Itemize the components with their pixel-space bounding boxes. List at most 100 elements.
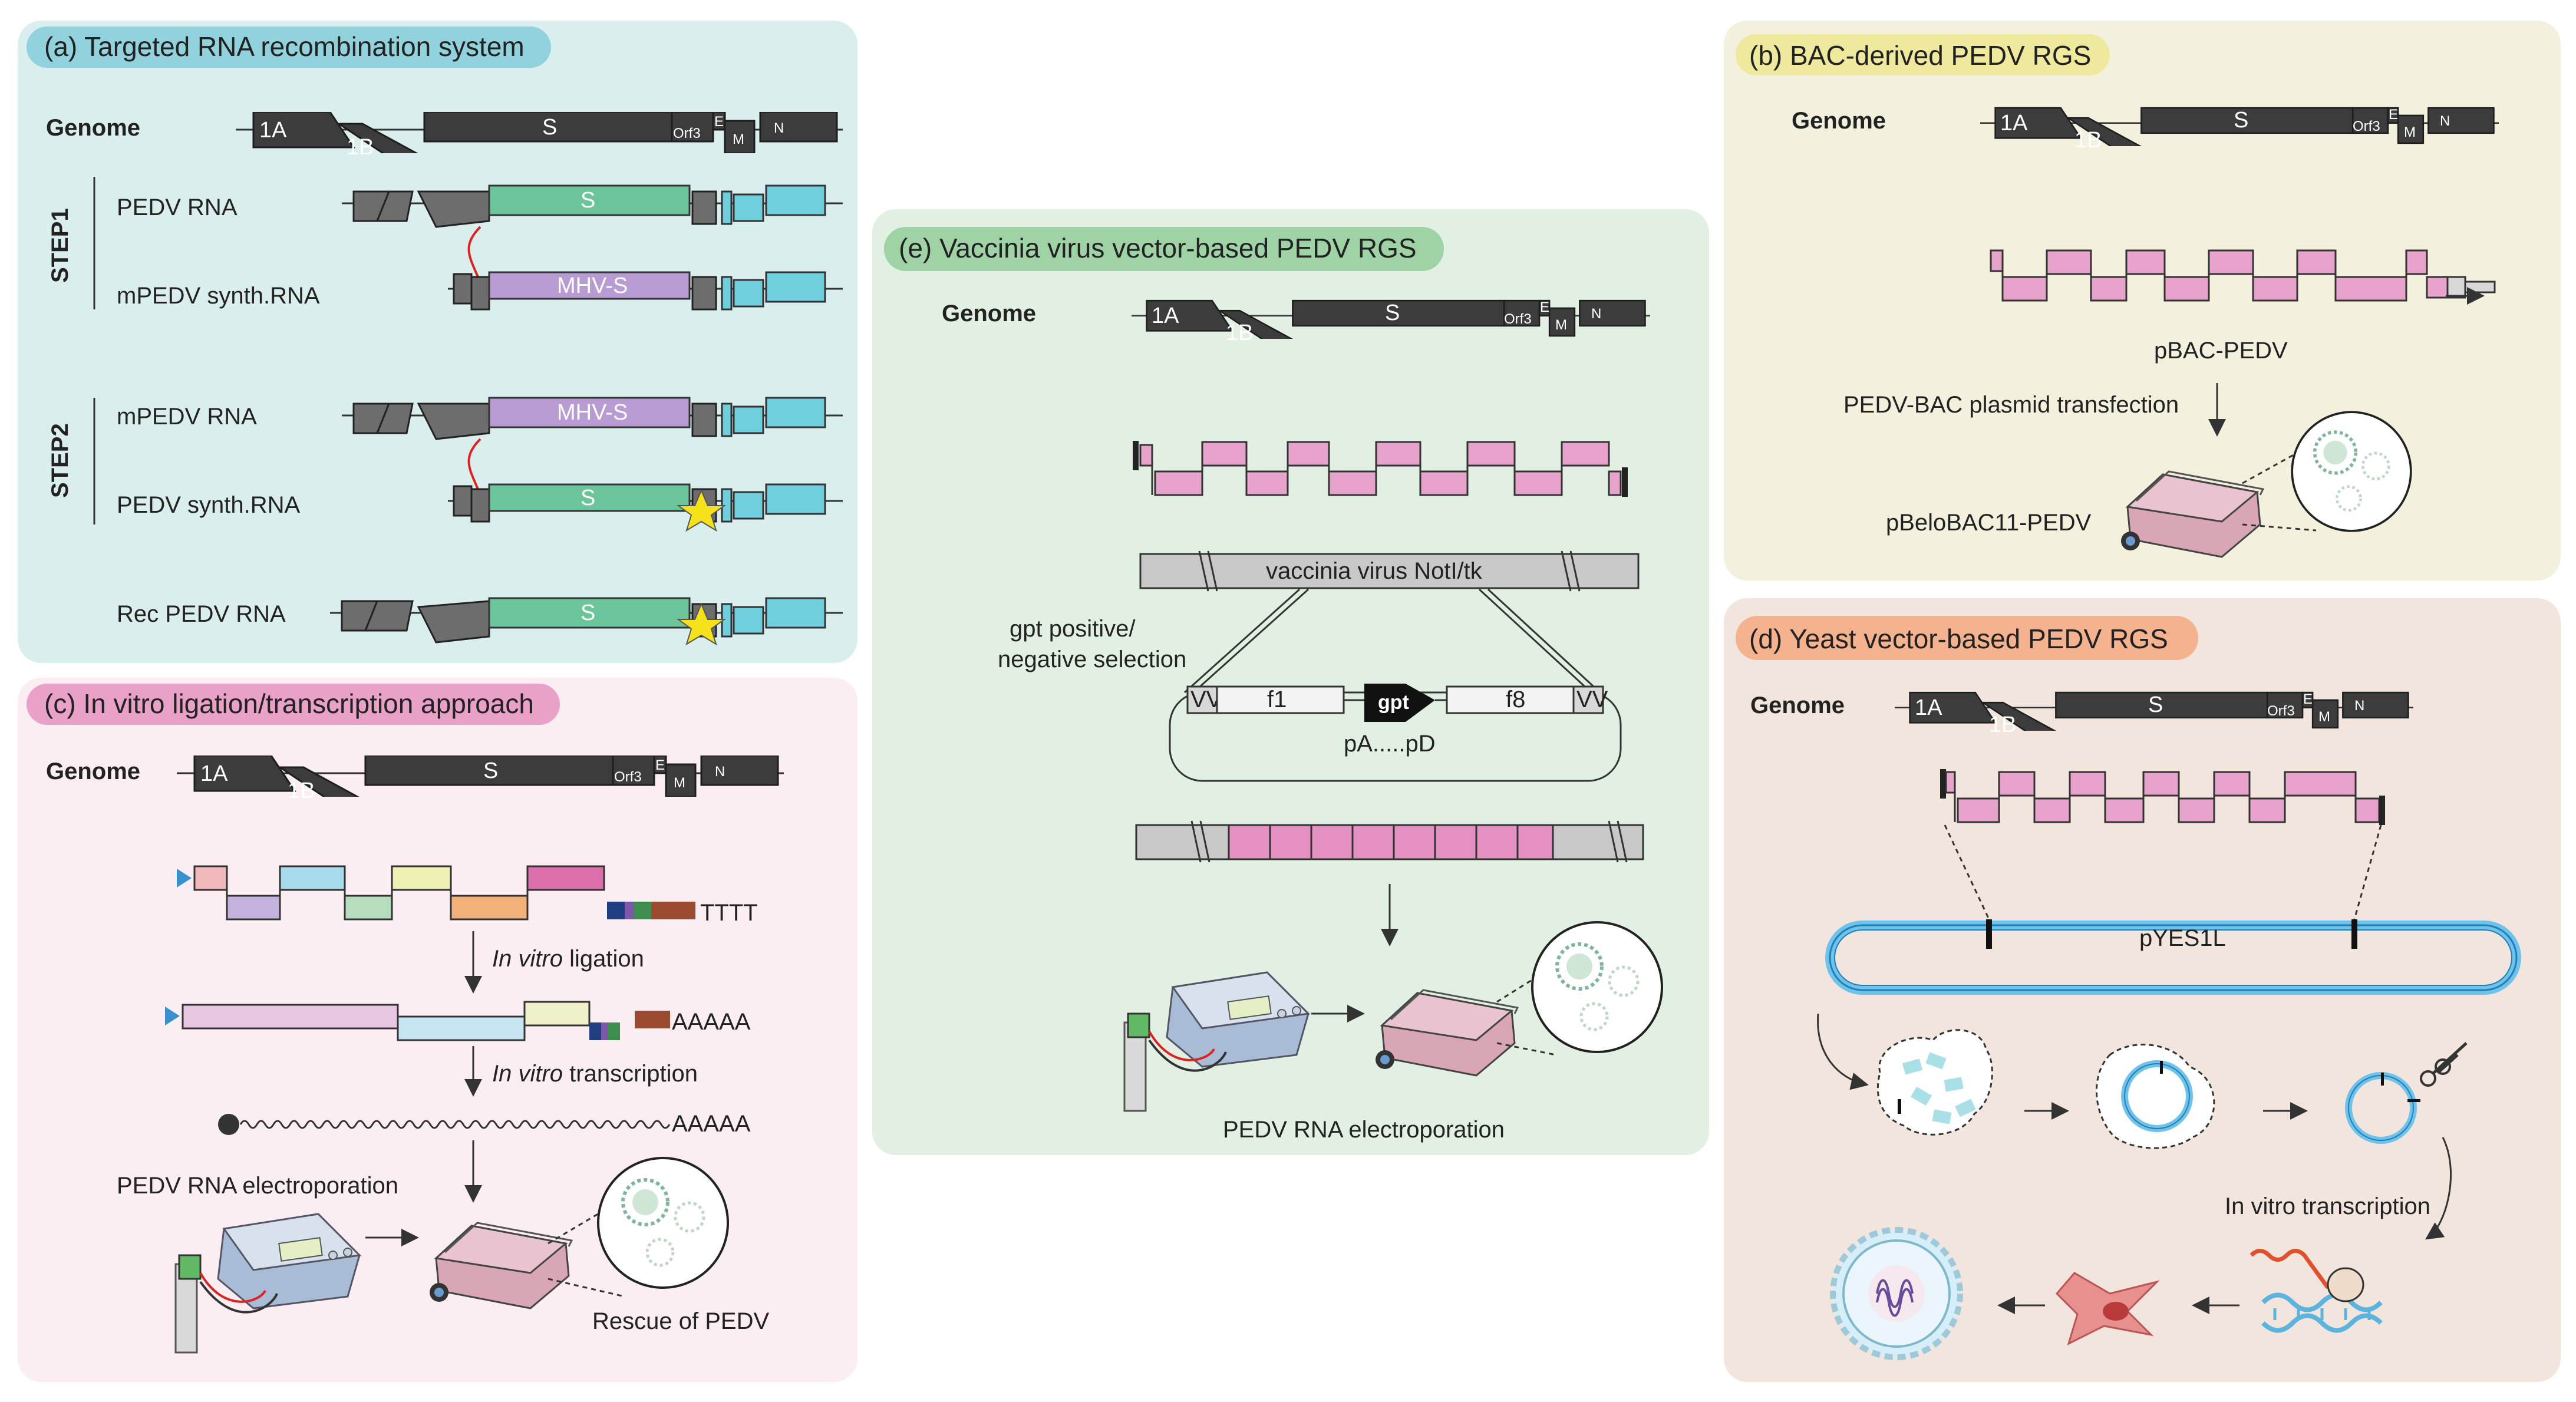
yeast-transcription-label: In vitro transcription xyxy=(2225,1193,2430,1219)
panel-c-title: (c) In vitro ligation/transcription appr… xyxy=(44,688,534,719)
segment-1b-label: 1B xyxy=(2074,128,2102,153)
step2-recombination-link xyxy=(467,438,481,496)
segment-m-label: M xyxy=(674,775,685,791)
panel-e-title: (e) Vaccinia virus vector-based PEDV RGS xyxy=(899,233,1417,263)
transfer-plasmid: VV f1 gpt f8 VV pA.....pD xyxy=(1169,684,1622,782)
capped-rna: AAAAA xyxy=(218,1111,751,1137)
panel-d-genome-map: 1A 1B S Orf3 E M N xyxy=(1895,691,2413,737)
yeast-assembly-cell xyxy=(1876,1029,1993,1136)
panel-c-genome-label: Genome xyxy=(46,758,140,784)
segment-1a-label: 1A xyxy=(1152,304,1179,328)
segment-s-label: S xyxy=(542,115,557,140)
vaccinia-label: vaccinia virus NotI/tk xyxy=(1266,558,1483,584)
segment-n-label: N xyxy=(1591,306,1601,322)
mutation-star-icon xyxy=(676,602,727,646)
panel-a-title: (a) Targeted RNA recombination system xyxy=(44,31,525,62)
gpt-selection-line2: negative selection xyxy=(998,646,1186,672)
segment-orf3-label: Orf3 xyxy=(1504,311,1532,327)
panel-e-genome-map: 1A 1B S Orf3 E M N xyxy=(1132,299,1650,345)
row-pedv-rna-track: S xyxy=(342,184,843,228)
row-pedv-rna-label: PEDV RNA xyxy=(117,194,238,220)
segment-1b-label: 1B xyxy=(288,778,315,803)
panel-c-genome-map: 1A 1B S Orf3 E M N xyxy=(177,756,784,803)
segment-n-label: N xyxy=(2440,113,2450,129)
poly-a-label-2: AAAAA xyxy=(672,1111,751,1137)
row-mpedv-rna-track: MHV-S xyxy=(342,397,843,440)
row-pedv-rna-s: S xyxy=(580,188,595,213)
gpt-arrow-icon xyxy=(1364,684,1435,722)
segment-1b-label: 1B xyxy=(1989,712,2016,737)
panel-d-title: (d) Yeast vector-based PEDV RGS xyxy=(1749,624,2168,654)
pa-pd-label: pA.....pD xyxy=(1344,731,1436,757)
segment-m-label: M xyxy=(1555,317,1567,333)
segment-m-label: M xyxy=(2404,124,2416,140)
panel-e-title-tag xyxy=(884,227,1444,271)
pbac-pedv-label: pBAC-PEDV xyxy=(2154,338,2288,364)
segment-n-label: N xyxy=(2354,698,2364,714)
recombinant-vaccinia xyxy=(1135,820,1644,863)
transcription-step-label: In vitro transcription xyxy=(492,1061,698,1087)
ligation-step-label: In vitro ligation xyxy=(492,946,644,972)
row-pedv-synth-track: S xyxy=(448,483,843,532)
segment-e-label: E xyxy=(2389,107,2398,123)
segment-1b-label: 1B xyxy=(1226,321,1253,345)
segment-e-label: E xyxy=(714,114,724,130)
step1-label: STEP1 xyxy=(47,208,73,283)
segment-1b-label: 1B xyxy=(347,135,374,160)
rescued-virion-icon xyxy=(1830,1227,1963,1360)
panel-b-title: (b) BAC-derived PEDV RGS xyxy=(1749,40,2091,71)
row-mpedv-synth-track: MHV-S xyxy=(448,271,843,311)
cap-icon xyxy=(218,1114,239,1135)
panel-d-title-tag xyxy=(1736,616,2198,660)
pbac-pedv-construct xyxy=(1990,249,2496,305)
poly-a-label-1: AAAAA xyxy=(672,1009,751,1035)
pyes1l-vector: pYES1L xyxy=(1825,919,2521,995)
vaccinia-bar: vaccinia virus NotI/tk xyxy=(1139,550,1640,592)
segment-s-label: S xyxy=(1385,301,1400,325)
panel-a-genome-map: 1A 1B S Orf3 E M N xyxy=(236,112,843,160)
panel-c-title-tag xyxy=(27,684,560,725)
yeast-plasmid-cell xyxy=(2096,1044,2215,1149)
linearized-plasmid xyxy=(2345,1042,2468,1144)
panel-d-cdna-fragments xyxy=(1940,769,2385,825)
segment-1a-label: 1A xyxy=(259,118,287,143)
panel-a: (a) Targeted RNA recombination system Ge… xyxy=(18,21,857,663)
gpt-selection-line1: gpt positive/ xyxy=(1010,616,1136,642)
scissors-icon xyxy=(2420,1042,2468,1087)
host-cell-icon xyxy=(2055,1272,2160,1345)
segment-m-label: M xyxy=(2318,709,2330,725)
transcription-complex-icon xyxy=(2250,1249,2383,1333)
segment-n-label: N xyxy=(774,120,784,136)
vv-right-label: VV xyxy=(1576,687,1608,712)
promoter-triangle-icon xyxy=(165,1007,180,1025)
transcription-rest: transcription xyxy=(563,1061,698,1087)
fragment-set: TTTT xyxy=(177,865,758,926)
poly-t-label: TTTT xyxy=(700,900,758,926)
segment-1a-label: 1A xyxy=(2000,111,2028,136)
row-rec-pedv-label: Rec PEDV RNA xyxy=(117,601,286,627)
f8-label: f8 xyxy=(1506,687,1525,712)
transcription-italic: In vitro xyxy=(492,1061,563,1087)
segment-n-label: N xyxy=(715,764,725,780)
row-mpedv-synth-label: mPEDV synth.RNA xyxy=(117,283,320,309)
row-mpedv-rna-label: mPEDV RNA xyxy=(117,404,257,430)
segment-s-label: S xyxy=(2234,108,2248,133)
f1-label: f1 xyxy=(1267,687,1287,712)
step2-label: STEP2 xyxy=(47,423,73,498)
segment-1a-label: 1A xyxy=(1915,695,1942,720)
segment-e-label: E xyxy=(655,757,665,773)
panel-e-genome-label: Genome xyxy=(942,301,1036,326)
panel-c-electroporation-label: PEDV RNA electroporation xyxy=(117,1173,398,1199)
row-rec-pedv-s: S xyxy=(580,601,595,625)
segment-e-label: E xyxy=(2303,691,2313,707)
segment-orf3-label: Orf3 xyxy=(2353,118,2380,134)
transfection-label: PEDV-BAC plasmid transfection xyxy=(1843,392,2179,418)
step1-recombination-link xyxy=(467,226,481,283)
row-pedv-synth-s: S xyxy=(580,486,595,510)
rescue-label: Rescue of PEDV xyxy=(592,1308,769,1334)
panel-d: (d) Yeast vector-based PEDV RGS Genome 1… xyxy=(1724,598,2561,1382)
panel-a-title-tag xyxy=(27,27,551,68)
ligated-template: AAAAA xyxy=(165,1001,751,1041)
row-rec-pedv-track: S xyxy=(330,597,843,646)
